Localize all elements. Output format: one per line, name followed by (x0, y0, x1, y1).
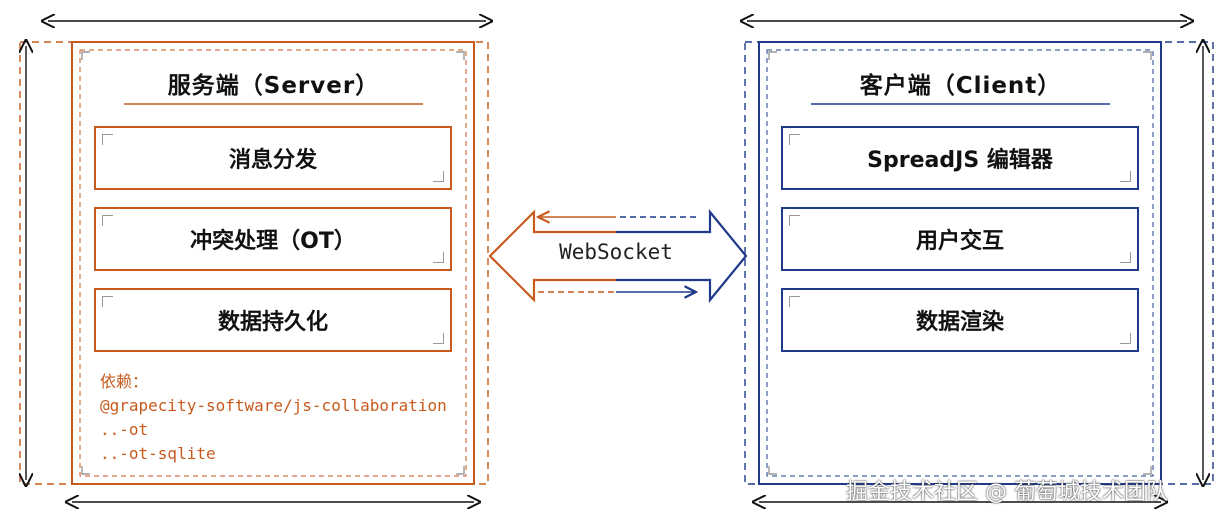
module-label: 消息分发 (228, 148, 317, 173)
client-panel (744, 41, 1214, 485)
client-module-editor: SpreadJS 编辑器 (781, 126, 1139, 190)
module-label: SpreadJS 编辑器 (867, 148, 1053, 173)
module-label: 数据渲染 (915, 310, 1004, 335)
server-title: 服务端（Server） (167, 73, 380, 99)
client-module-rendering: 数据渲染 (781, 288, 1139, 352)
dependencies-label: 依赖： (100, 372, 149, 391)
module-label: 冲突处理（OT） (190, 229, 356, 254)
server-module-conflict-handling: 冲突处理（OT） (94, 207, 452, 271)
server-dependencies: 依赖： @grapecity-software/js-collaboration… (100, 370, 447, 466)
module-label: 数据持久化 (217, 310, 328, 335)
websocket-label: WebSocket (559, 240, 673, 264)
dependency-item: ..-ot (100, 420, 149, 439)
client-module-user-interaction: 用户交互 (781, 207, 1139, 271)
websocket-double-arrow (488, 208, 748, 304)
dimension-lines (26, 21, 1203, 502)
watermark-text: 掘金技术社区 @ 葡萄城技术团队 (846, 480, 1168, 505)
server-module-persistence: 数据持久化 (94, 288, 452, 352)
module-label: 用户交互 (915, 229, 1004, 254)
dependency-item: ..-ot-sqlite (100, 444, 216, 463)
server-panel (19, 41, 489, 485)
client-title: 客户端（Client） (859, 73, 1062, 99)
dependency-item: @grapecity-software/js-collaboration (100, 396, 447, 415)
server-module-message-dispatch: 消息分发 (94, 126, 452, 190)
